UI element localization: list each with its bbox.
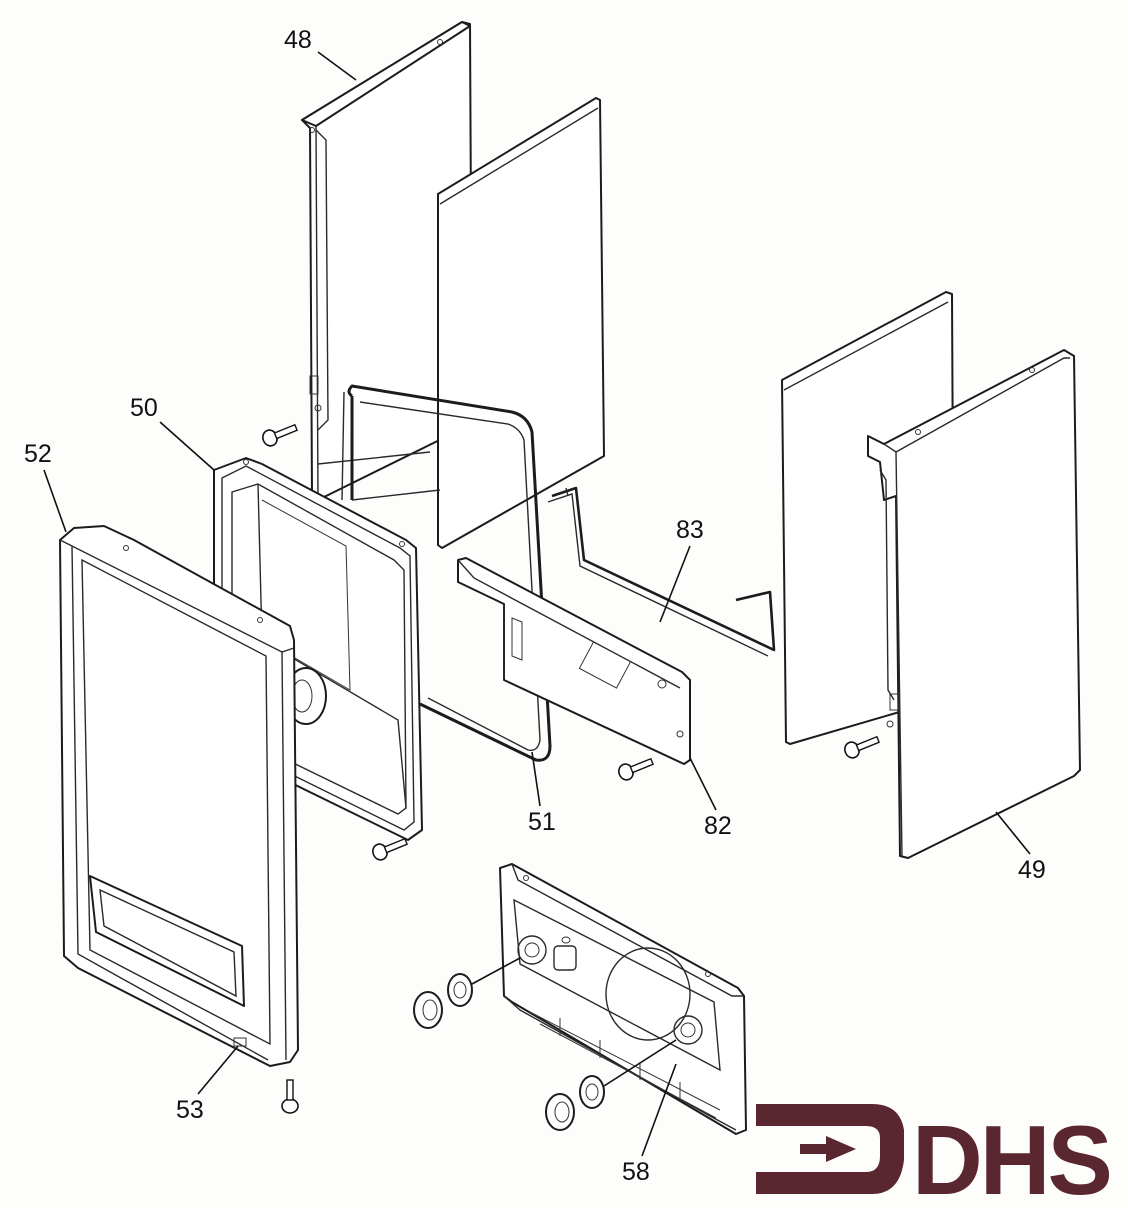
part-49-right-side-panel [867, 349, 1081, 859]
callout-82: 82 [704, 812, 732, 840]
callout-51: 51 [528, 808, 556, 836]
callout-83: 83 [676, 516, 704, 544]
leader-83 [659, 545, 691, 623]
leader-52 [43, 469, 67, 533]
part-48-left-side-panel [301, 21, 473, 501]
part-52-front-case [59, 525, 299, 1067]
callout-48: 48 [284, 26, 312, 54]
leader-48 [317, 51, 357, 81]
callout-52: 52 [24, 440, 52, 468]
screw-e [281, 1079, 299, 1114]
part-83-rod-frame [547, 486, 776, 657]
callout-50: 50 [130, 394, 158, 422]
screw-d [844, 735, 880, 759]
screw-c [618, 757, 654, 781]
callout-49: 49 [1018, 856, 1046, 884]
part-58-control-panel [499, 863, 747, 1135]
part-51-gasket [341, 384, 552, 762]
leader-50 [159, 421, 215, 471]
callout-labels: 48 49 50 51 52 53 58 82 83 [24, 26, 1046, 1186]
screw-a [262, 423, 298, 447]
knob-lower-pair [545, 1039, 677, 1131]
leader-51 [531, 751, 541, 807]
callout-58: 58 [622, 1158, 650, 1186]
dhs-logo-arrow-icon [756, 1104, 904, 1194]
leader-lines [43, 51, 1031, 1157]
leader-82 [689, 757, 717, 811]
callout-53: 53 [176, 1096, 204, 1124]
knob-upper-pair [413, 957, 521, 1029]
leader-58 [641, 1063, 677, 1157]
leader-53 [197, 1045, 239, 1095]
leader-49 [995, 811, 1031, 855]
dhs-logo-chevron-icon [800, 1136, 856, 1162]
dhs-logo-text: DHS [912, 1105, 1110, 1208]
rear-insulation-panel [437, 97, 605, 549]
part-82-bracket [457, 557, 691, 765]
dhs-logo: DHS [756, 1104, 1113, 1208]
screw-b [372, 837, 408, 861]
